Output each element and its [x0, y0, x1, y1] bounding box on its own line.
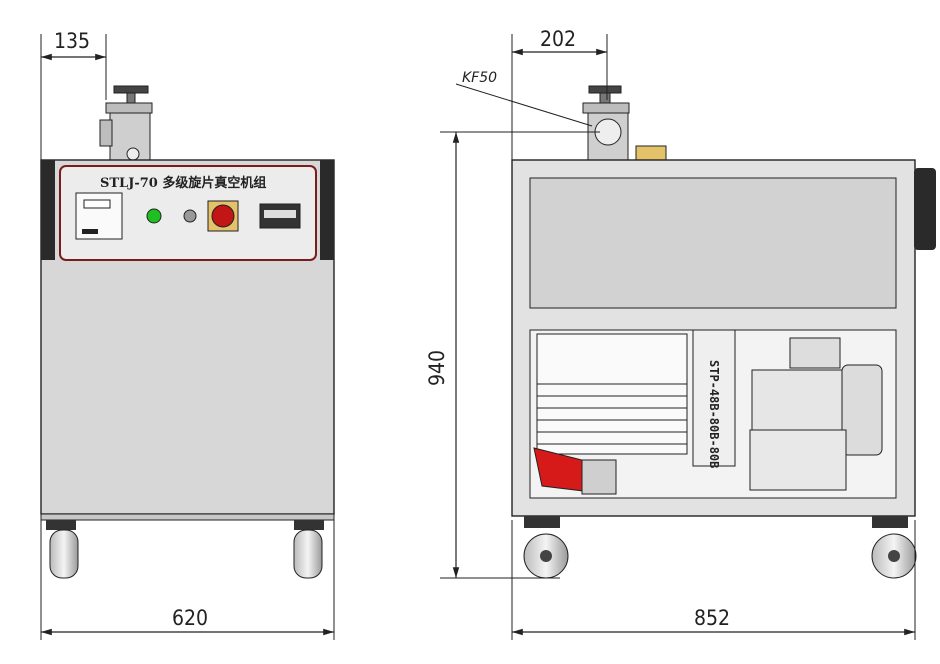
side-wheel-left [523, 516, 569, 579]
panel-title: STLJ-70 多级旋片真空机组 [100, 175, 266, 191]
power-indicator-light [146, 208, 162, 224]
front-wheel-right [293, 520, 324, 579]
dim-front-width: 620 [172, 606, 208, 630]
front-wheel-left [46, 520, 79, 579]
front-view: STLJ-70 多级旋片真空机组 135 620 [40, 29, 335, 640]
side-wheel-right [871, 516, 917, 579]
kf50-label: KF50 [462, 70, 497, 86]
vacuum-pump: STP-48B-80B-80B [533, 329, 883, 495]
dim-front-top: 135 [54, 29, 90, 53]
pump-model-label: STP-48B-80B-80B [707, 360, 721, 468]
dim-side-width: 852 [694, 606, 730, 630]
side-valve [582, 85, 667, 161]
front-valve [99, 85, 153, 164]
side-view: STP-48B-80B-80B KF50 202 [425, 27, 936, 640]
dim-side-height: 940 [425, 350, 449, 386]
dim-side-top: 202 [540, 27, 576, 51]
adjust-knob [183, 209, 197, 223]
